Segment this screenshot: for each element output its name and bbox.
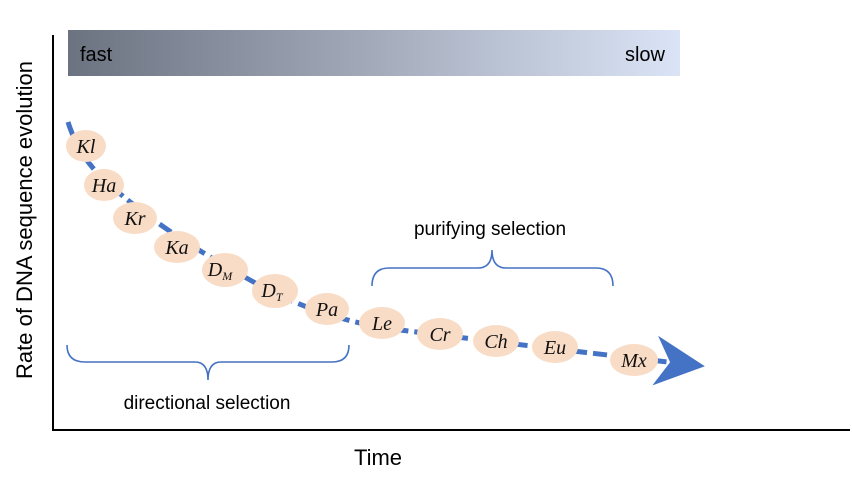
- axes: Rate of DNA sequence evolution Time: [12, 35, 850, 470]
- directional-selection-label: directional selection: [124, 393, 291, 414]
- svg-text:Kr: Kr: [123, 208, 145, 230]
- purifying-selection-label: purifying selection: [414, 219, 566, 240]
- taxon-node-dt: DT: [252, 274, 298, 308]
- taxon-node-ka: Ka: [154, 231, 200, 263]
- taxon-node-pa: Pa: [305, 293, 349, 325]
- svg-text:Ka: Ka: [164, 237, 188, 259]
- svg-text:Kl: Kl: [76, 136, 96, 158]
- directional-brace-shape: [66, 344, 350, 381]
- taxon-node-ch: Ch: [473, 325, 519, 357]
- svg-text:Mx: Mx: [620, 350, 647, 372]
- purifying-brace-shape: [371, 249, 614, 287]
- gradient-bar-rect: [68, 30, 680, 76]
- svg-text:Eu: Eu: [543, 337, 566, 359]
- taxon-nodes: Kl Ha Kr Ka DM DT Pa: [66, 130, 658, 376]
- svg-text:DM: DM: [207, 259, 233, 283]
- svg-text:Ch: Ch: [484, 331, 507, 353]
- taxon-node-kl: Kl: [66, 130, 106, 162]
- taxon-node-mx: Mx: [610, 344, 658, 376]
- rate-gradient-bar: fast slow: [68, 30, 680, 76]
- taxon-node-le: Le: [359, 307, 405, 339]
- taxon-node-ha: Ha: [84, 169, 124, 201]
- gradient-right-label: slow: [625, 44, 666, 66]
- svg-text:Cr: Cr: [429, 324, 450, 346]
- y-axis-label: Rate of DNA sequence evolution: [12, 61, 37, 379]
- evolution-trend-arrow: [65, 121, 705, 386]
- svg-text:Pa: Pa: [315, 299, 338, 321]
- taxon-node-cr: Cr: [417, 318, 463, 350]
- taxon-node-kr: Kr: [113, 202, 157, 234]
- svg-text:Ha: Ha: [91, 175, 116, 197]
- svg-text:DT: DT: [260, 280, 283, 304]
- taxon-node-eu: Eu: [532, 331, 578, 363]
- taxon-node-dm: DM: [202, 253, 248, 287]
- purifying-selection-brace: purifying selection: [371, 219, 614, 287]
- directional-selection-brace: directional selection: [66, 344, 350, 414]
- gradient-left-label: fast: [80, 44, 113, 66]
- x-axis-label: Time: [354, 445, 402, 470]
- svg-text:Le: Le: [371, 313, 392, 335]
